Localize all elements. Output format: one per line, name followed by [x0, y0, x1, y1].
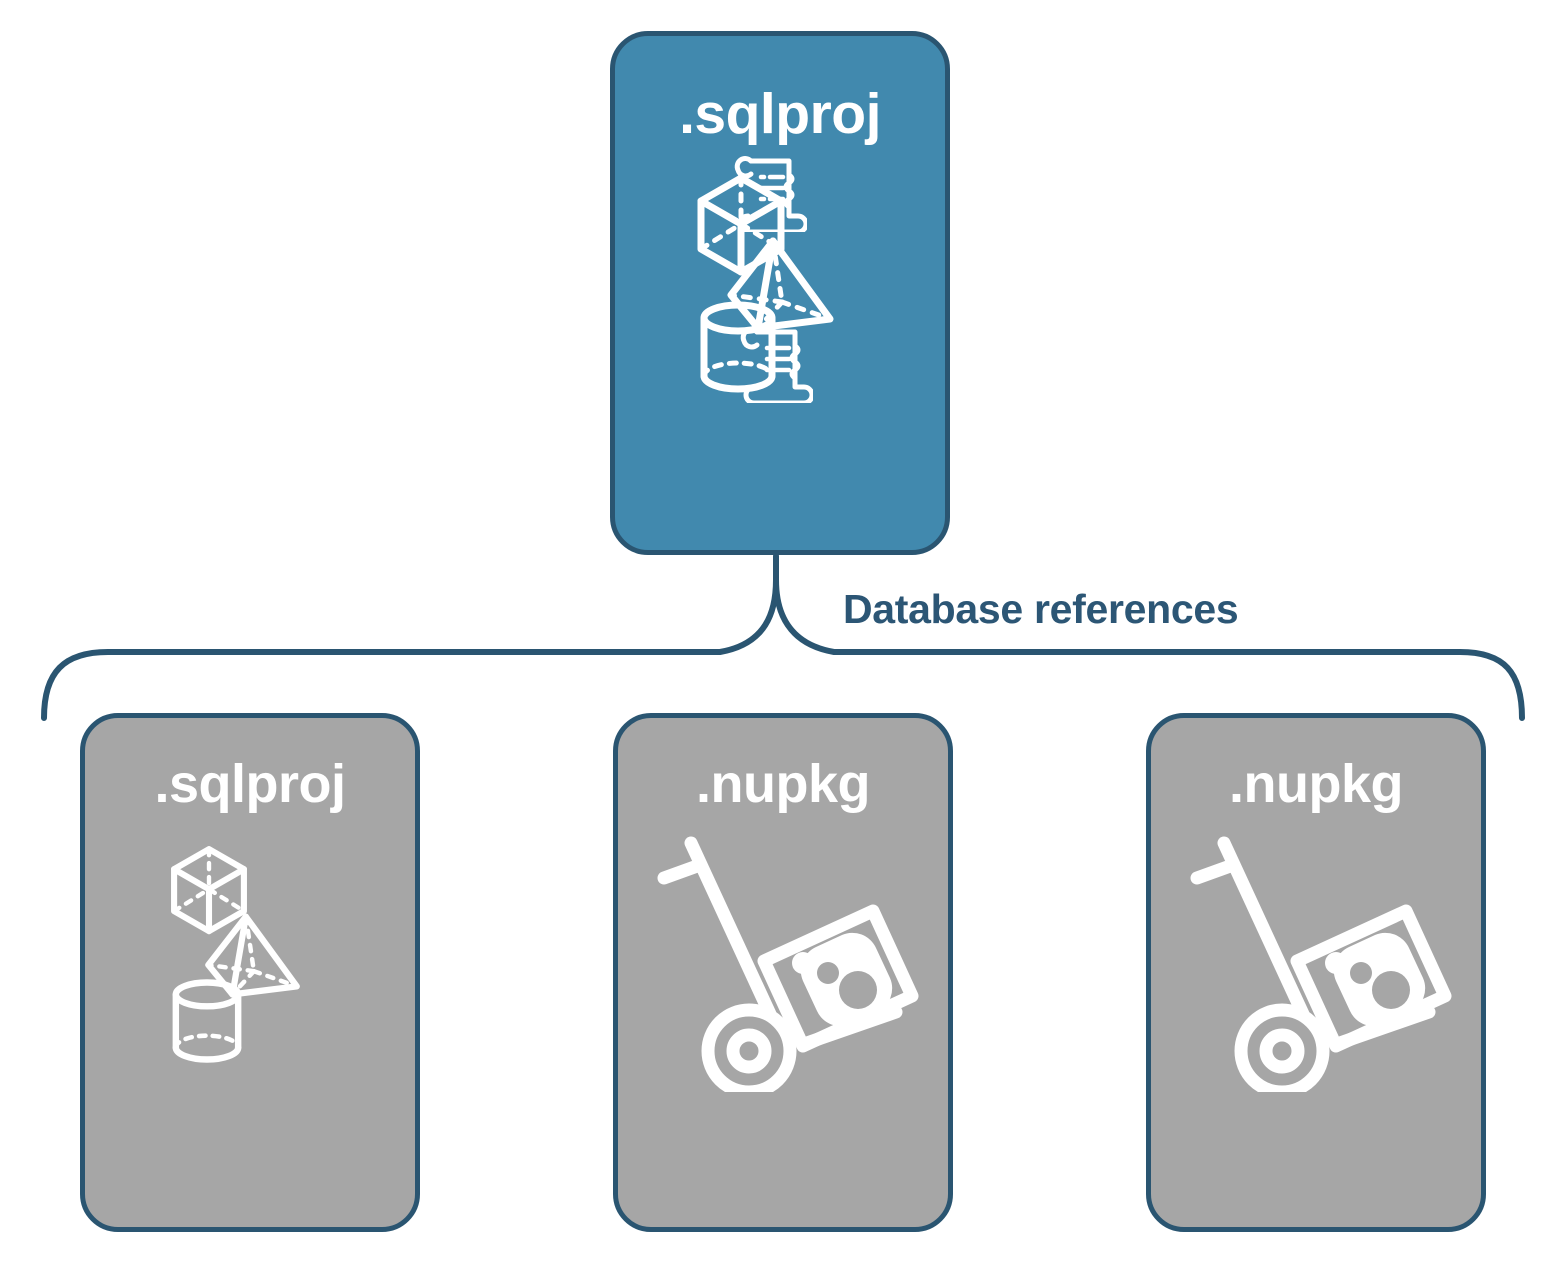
pyramid-icon [203, 911, 303, 1006]
hand-truck-package-icon [648, 832, 928, 1099]
root-card-title: .sqlproj [679, 82, 881, 146]
database-references-bracket [41, 553, 1525, 721]
cylinder-icon [169, 977, 245, 1070]
root-card-icon-area [615, 147, 945, 550]
reference-card-title: .nupkg [696, 754, 870, 814]
reference-card-title: .sqlproj [154, 754, 346, 814]
reference-card-title: .nupkg [1229, 754, 1403, 814]
hand-truck-package-icon [1181, 832, 1461, 1099]
cylinder-icon [697, 299, 779, 400]
reference-card-nupkg-1[interactable]: .nupkg [613, 713, 953, 1232]
reference-card-icon-area [1151, 815, 1481, 1227]
reference-card-nupkg-2[interactable]: .nupkg [1146, 713, 1486, 1232]
bracket-label: Database references [843, 586, 1239, 632]
reference-card-sqlproj[interactable]: .sqlproj [80, 713, 420, 1232]
script-scroll-icon [737, 323, 815, 408]
root-sqlproj-card[interactable]: .sqlproj [610, 31, 950, 555]
cube-icon [165, 843, 253, 944]
reference-card-icon-area [618, 815, 948, 1227]
script-scroll-icon [731, 152, 809, 237]
reference-card-icon-area [85, 815, 415, 1227]
